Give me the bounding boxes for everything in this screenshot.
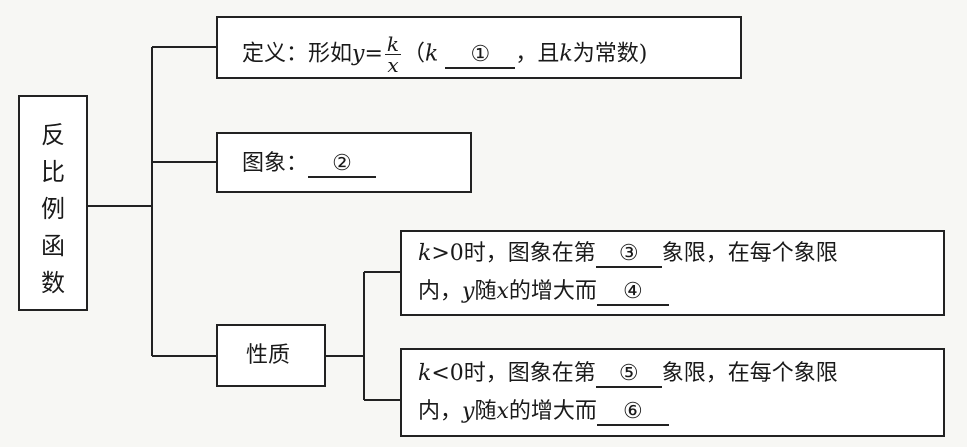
var-k: k (418, 361, 432, 386)
root-box: 反 比 例 函 数 (18, 95, 88, 311)
blank-3: ③ (595, 242, 662, 268)
root-char: 例 (41, 195, 65, 223)
inside-text: 内， (418, 399, 463, 424)
image-label: 图象： (242, 151, 309, 176)
properties-box: 性质 (216, 324, 326, 387)
var-x: x (496, 399, 509, 424)
properties-label: 性质 (246, 343, 291, 368)
image-box: 图象：② (216, 132, 472, 193)
blank-6: ⑥ (596, 400, 669, 426)
definition-comma: ，且 (515, 41, 560, 67)
var-y: y (462, 279, 475, 304)
var-x: x (496, 279, 509, 304)
fraction-denominator: x (387, 53, 399, 77)
root-char: 反 (41, 121, 65, 149)
definition-suffix: 为常数) (572, 41, 648, 67)
definition-prefix: 定义：形如 (242, 41, 353, 67)
sui-text: 随 (474, 279, 497, 304)
root-char: 比 (41, 158, 65, 186)
blank-5: ⑤ (595, 362, 662, 388)
var-k: k (559, 41, 573, 67)
var-k: k (425, 41, 439, 67)
blank-1: ① (445, 42, 516, 69)
var-y: y (352, 41, 365, 67)
increase-text: 的增大而 (508, 399, 597, 424)
positive-condition: >0时，图象在第 (431, 241, 596, 266)
fraction-numerator: k (384, 32, 402, 56)
negative-condition: <0时，图象在第 (431, 361, 596, 386)
positive-quadrant-text: 象限，在每个象限 (661, 241, 838, 266)
var-y: y (462, 399, 475, 424)
sui-text: 随 (474, 399, 497, 424)
var-k: k (418, 241, 432, 266)
blank-4: ④ (596, 280, 669, 306)
negative-quadrant-text: 象限，在每个象限 (661, 361, 838, 386)
root-char: 函 (41, 232, 65, 260)
blank-2: ② (308, 152, 377, 178)
increase-text: 的增大而 (508, 279, 597, 304)
root-char: 数 (41, 269, 65, 297)
inside-text: 内， (418, 279, 463, 304)
equals-sign: = (364, 41, 383, 67)
image-text: 图象：② (242, 150, 377, 178)
paren-open: （ (403, 41, 426, 67)
